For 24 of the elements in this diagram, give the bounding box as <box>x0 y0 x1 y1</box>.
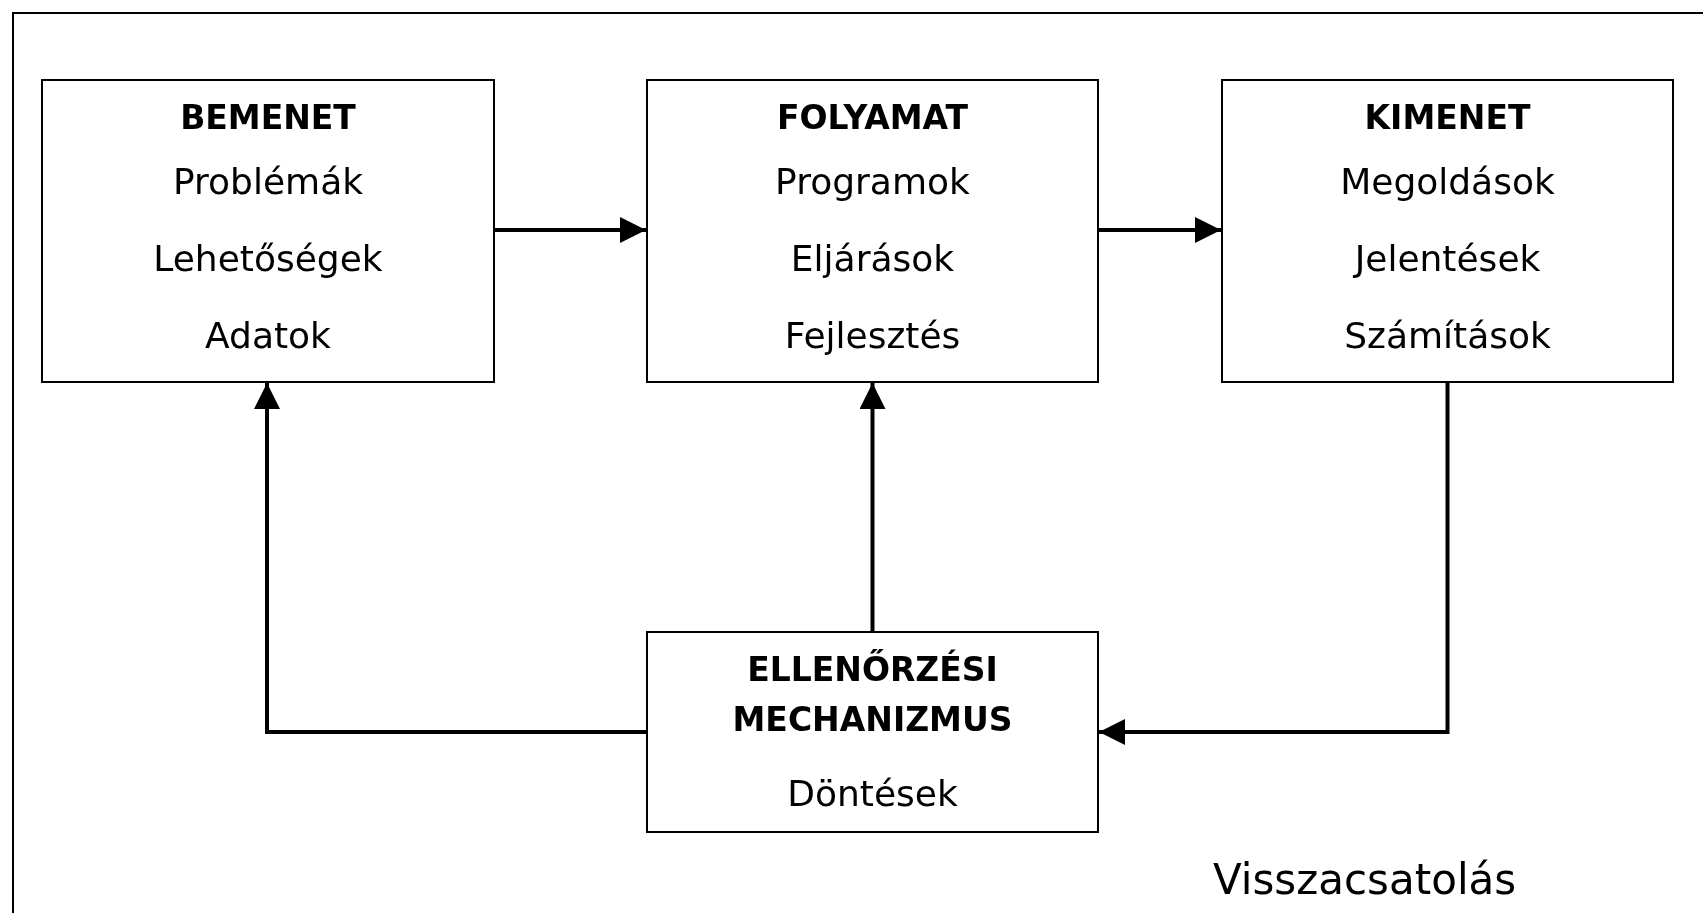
process-box <box>646 79 1099 383</box>
box-heading: BEMENET <box>180 97 356 139</box>
process-box <box>1221 79 1674 383</box>
box-item: Döntések <box>787 772 958 816</box>
box-item: Eljárások <box>790 237 955 281</box>
process-box <box>41 79 495 383</box>
box-item: Adatok <box>205 314 331 358</box>
box-item: Problémák <box>172 160 364 204</box>
arrow <box>1099 217 1221 243</box>
arrow <box>1099 383 1450 745</box>
box-item: Fejlesztés <box>784 314 961 358</box>
box-heading: KIMENET <box>1364 97 1531 139</box>
box-heading: ELLENŐRZÉSI MECHANIZMUS <box>731 648 1014 741</box>
arrow <box>254 383 646 734</box>
box-item: Lehetőségek <box>153 237 383 281</box>
box-item: Programok <box>775 160 970 204</box>
arrow <box>495 217 646 243</box>
box-item: Megoldások <box>1340 160 1555 204</box>
arrow <box>859 383 886 631</box>
box-heading: FOLYAMAT <box>776 97 969 139</box>
box-item: Számítások <box>1344 314 1551 358</box>
feedback-label: Visszacsatolás <box>1213 855 1517 904</box>
process-box <box>646 631 1099 833</box>
box-item: Jelentések <box>1354 237 1541 281</box>
